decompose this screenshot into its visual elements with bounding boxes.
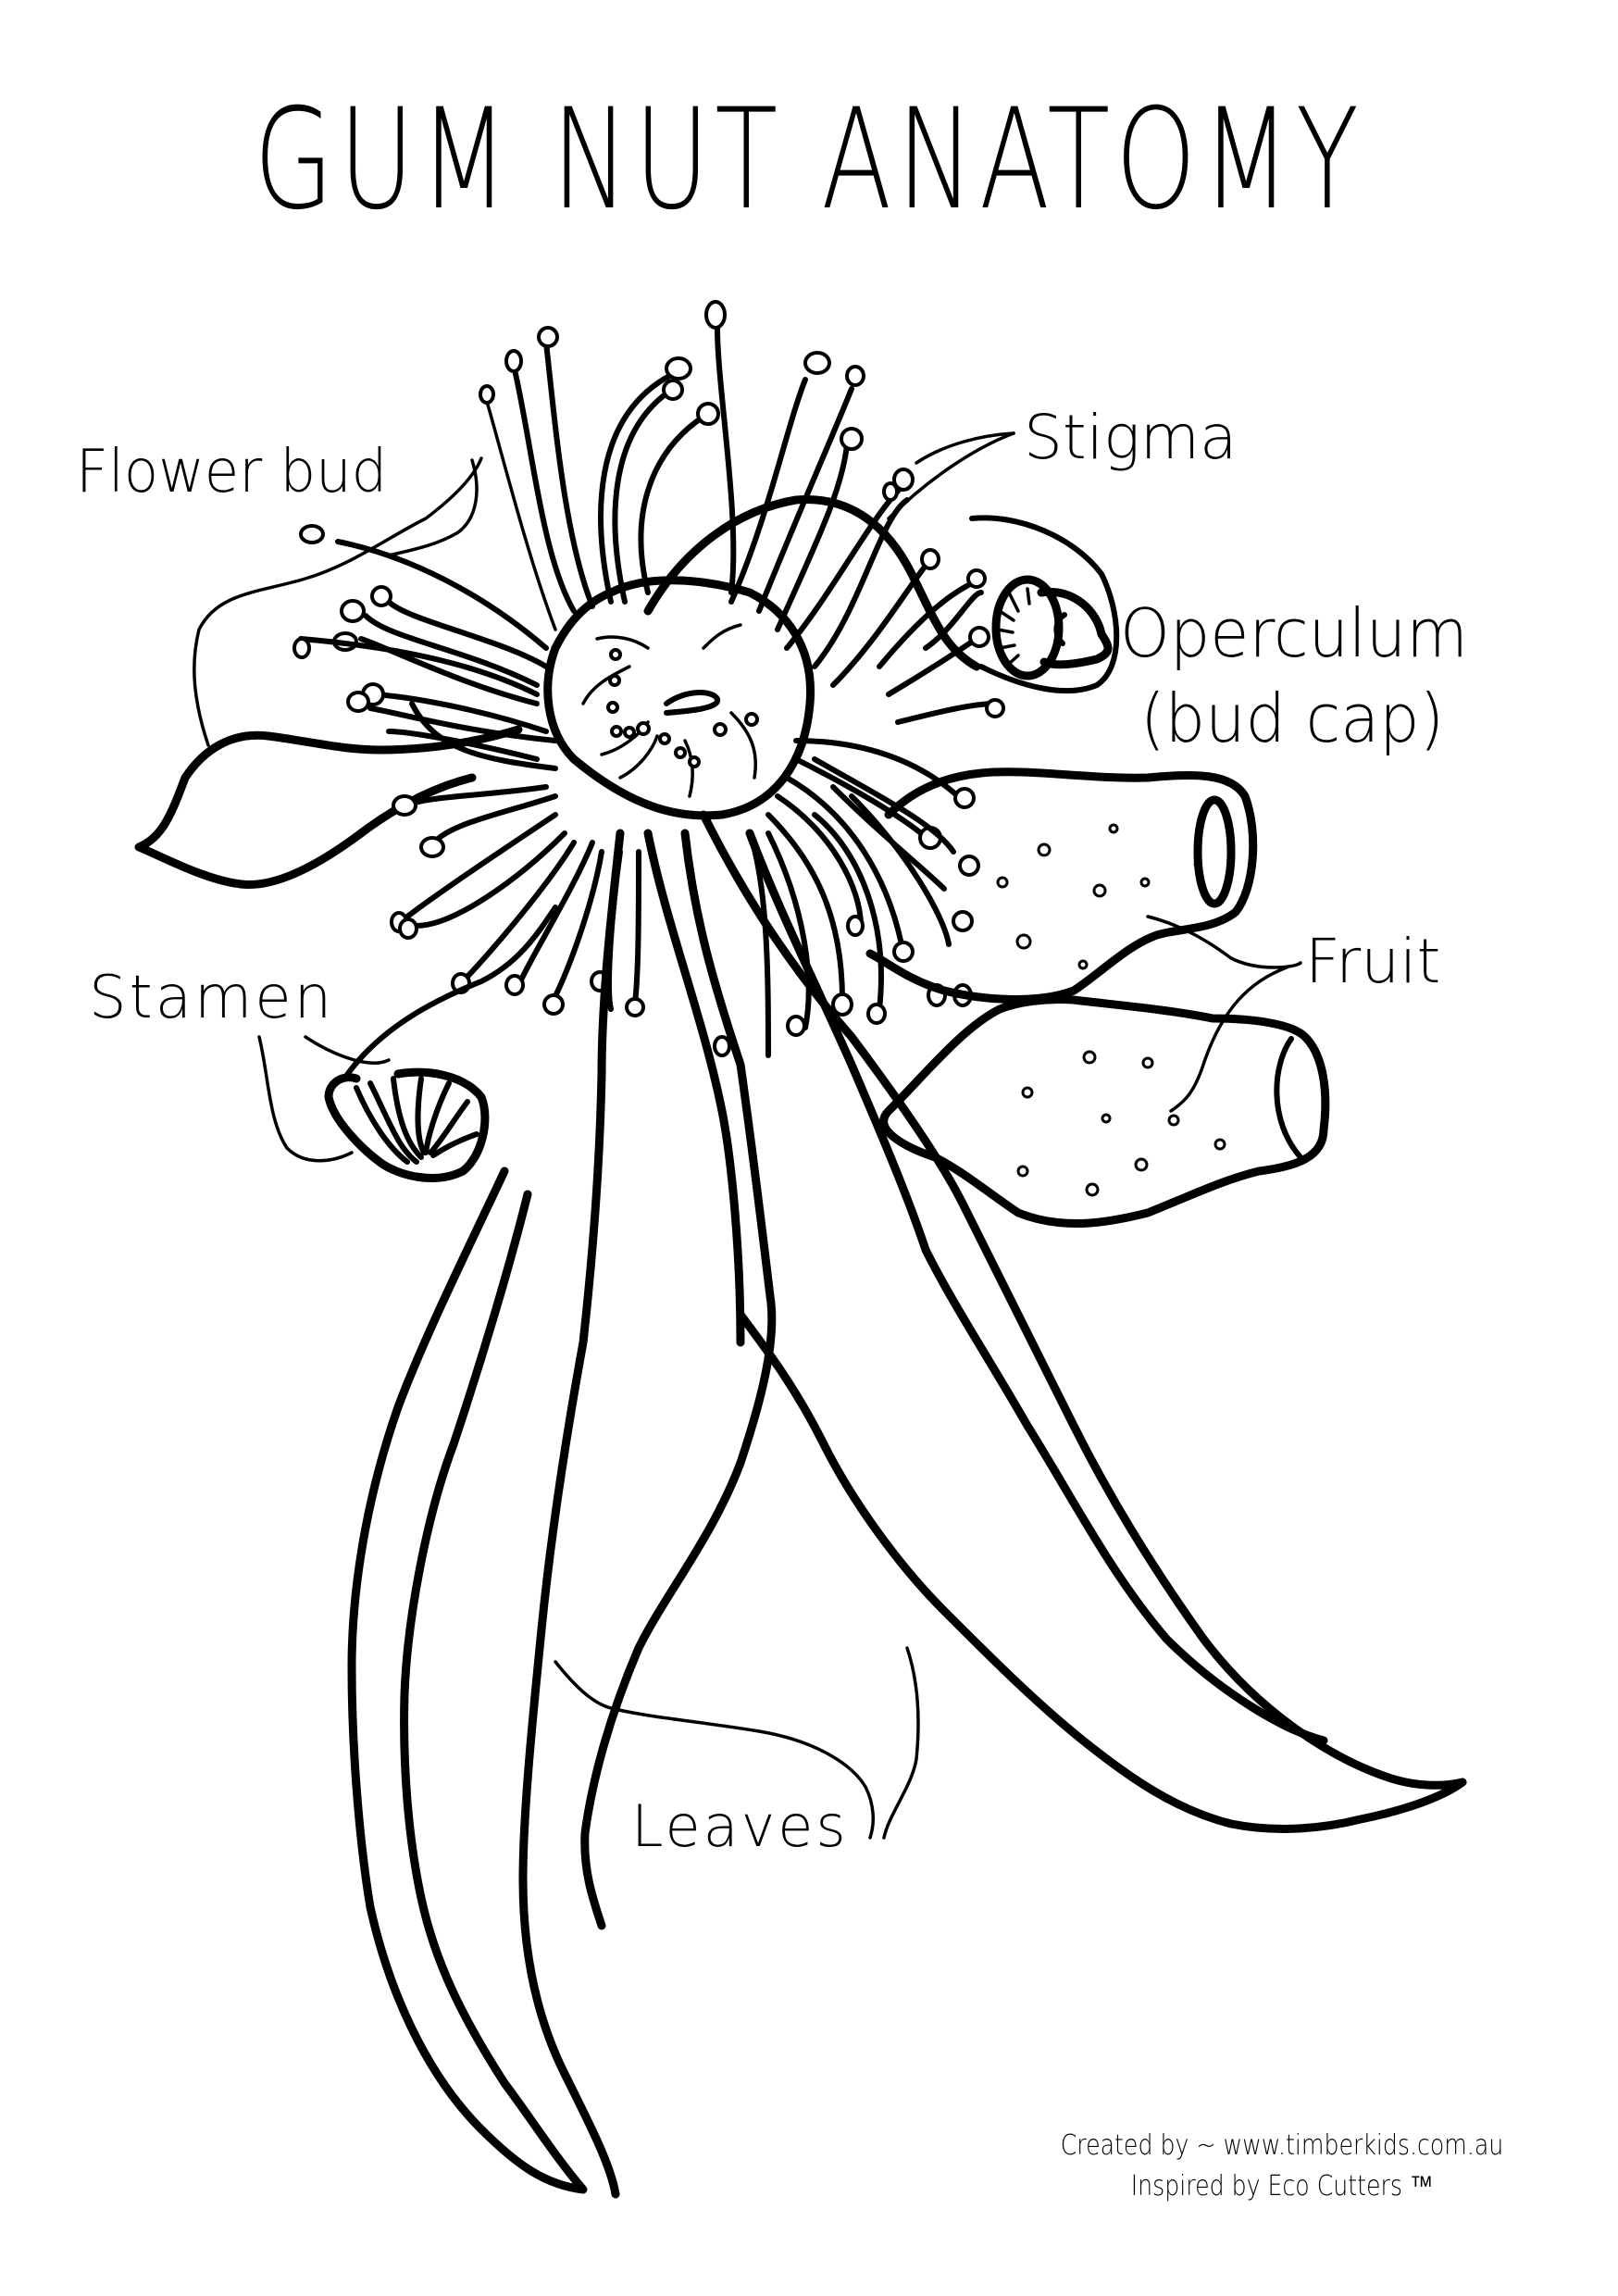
page-title: GUM NUT ANATOMY [254, 80, 1364, 241]
inspired-line: Inspired by Eco Cutters ™ [1130, 2170, 1434, 2202]
leaves [347, 810, 1467, 2199]
label-operculum-sub: (bud cap) [1140, 680, 1445, 757]
flower-bud [257, 905, 558, 1182]
operculum [969, 515, 1120, 694]
label-fruit: Fruit [1305, 926, 1441, 997]
credits: Created by ~ www.timberkids.com.au Inspi… [1041, 2126, 1524, 2207]
fruit-upper [865, 767, 1302, 1004]
fruit-lower [879, 966, 1330, 1228]
flower-centre [543, 576, 815, 820]
stamens [292, 300, 1005, 1058]
label-leaves: Leaves [631, 1792, 849, 1860]
label-flower-bud: Flower bud [76, 438, 388, 506]
label-stigma: Stigma [1024, 402, 1238, 473]
leader-lines [387, 431, 1015, 1840]
stigma [643, 431, 1015, 671]
credit-line: Created by ~ www.timberkids.com.au [1060, 2129, 1504, 2162]
label-operculum: Operculum [1120, 594, 1468, 672]
label-stamen: Stamen [89, 964, 335, 1032]
left-leaf [134, 456, 523, 890]
